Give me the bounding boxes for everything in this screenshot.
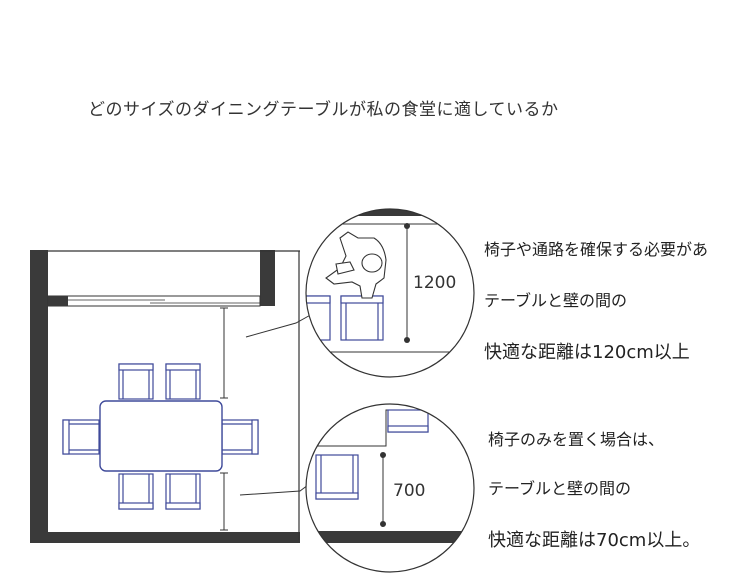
dining-table xyxy=(99,400,223,472)
dimension-label-top: 1200 xyxy=(413,273,456,293)
chair-right xyxy=(221,419,259,455)
callout-top-line-2: テーブルと壁の間の xyxy=(484,291,628,310)
zoom-circle-bottom xyxy=(305,403,475,573)
callout-bottom-line-3: 快適な距離は70cm以上。 xyxy=(488,530,701,551)
callout-top-line-1: 椅子や通路を確保する必要があ xyxy=(484,240,709,259)
callout-top-line-3: 快適な距離は120cm以上 xyxy=(484,342,690,363)
room-walls xyxy=(30,250,300,543)
chair-bottom-left xyxy=(118,473,154,510)
person-walking-icon xyxy=(325,231,387,299)
dimension-label-bottom: 700 xyxy=(393,481,425,501)
chair-bottom-right xyxy=(165,473,201,510)
chair-left xyxy=(62,419,100,455)
page-title: どのサイズのダイニングテーブルが私の食堂に適しているか xyxy=(88,100,559,120)
callout-pointers xyxy=(239,312,317,496)
room-dimension-lines xyxy=(220,307,228,531)
chair-top-right xyxy=(165,363,201,400)
callout-bottom-line-1: 椅子のみを置く場合は、 xyxy=(488,430,665,449)
callout-bottom-line-2: テーブルと壁の間の xyxy=(488,479,632,498)
zoom-circle-top xyxy=(305,208,475,378)
chair-top-left xyxy=(118,363,154,400)
